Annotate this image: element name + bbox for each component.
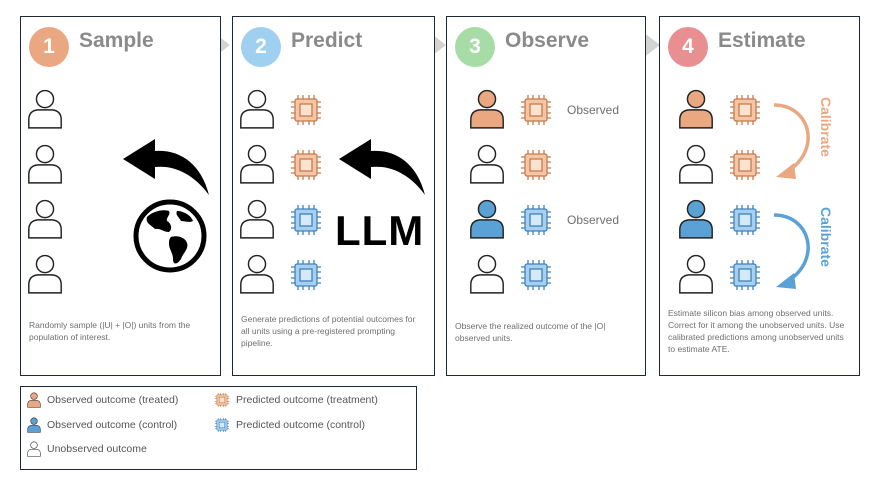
- person-icon: [27, 392, 41, 408]
- person-icon: [469, 199, 505, 239]
- panel-estimate: 4 Estimate Calibrate Calibrate Estimate …: [659, 16, 860, 376]
- globe-icon: [133, 199, 207, 273]
- panel-observe: 3 Observe Observed Observed Observe the …: [446, 16, 646, 376]
- panel-predict: 2 Predict LLM Generate predictions of po…: [232, 16, 435, 376]
- legend-pred-control: Predicted outcome (control): [236, 419, 365, 431]
- chip-icon: [728, 203, 762, 237]
- step-description-predict: Generate predictions of potential outcom…: [241, 314, 416, 348]
- step-number-3: 3: [455, 27, 495, 67]
- calibrate-arrow-icon: [773, 103, 810, 179]
- person-icon: [469, 254, 505, 294]
- person-icon: [27, 254, 63, 294]
- calibrate-arrow-icon: [773, 213, 810, 289]
- step-description-observe: Observe the realized outcome of the |O| …: [455, 321, 606, 343]
- step-number-4: 4: [668, 27, 708, 67]
- person-icon: [239, 89, 275, 129]
- legend-treated-person: Observed outcome (treated): [47, 394, 179, 406]
- curved-arrow-icon: [339, 139, 425, 195]
- person-icon: [27, 199, 63, 239]
- person-icon: [27, 144, 63, 184]
- chip-icon: [519, 258, 553, 292]
- step-description-estimate: Estimate silicon bias among observed uni…: [668, 308, 845, 354]
- person-icon: [678, 89, 714, 129]
- step-description-sample: Randomly sample (|U| + |O|) units from t…: [29, 320, 191, 342]
- legend-control-person: Observed outcome (control): [47, 419, 178, 431]
- llm-label: LLM: [335, 207, 425, 254]
- step-number-2: 2: [241, 27, 281, 67]
- chip-icon: [728, 148, 762, 182]
- person-icon: [469, 89, 505, 129]
- person-icon: [678, 199, 714, 239]
- chip-icon: [289, 258, 323, 292]
- calibrate-label-treated: Calibrate: [818, 97, 834, 157]
- chip-icon: [214, 392, 230, 408]
- chip-icon: [519, 148, 553, 182]
- person-icon: [239, 144, 275, 184]
- calibrate-label-control: Calibrate: [818, 207, 834, 267]
- step-title-sample: Sample: [79, 29, 154, 52]
- curved-arrow-icon: [123, 139, 209, 195]
- chip-icon: [728, 258, 762, 292]
- chip-icon: [289, 148, 323, 182]
- person-icon: [27, 417, 41, 433]
- person-icon: [678, 144, 714, 184]
- chip-icon: [519, 203, 553, 237]
- legend: Observed outcome (treated) Observed outc…: [20, 386, 417, 470]
- observed-label: Observed: [567, 213, 620, 227]
- person-icon: [239, 199, 275, 239]
- chip-icon: [289, 203, 323, 237]
- person-icon: [469, 144, 505, 184]
- step-number-1: 1: [29, 27, 69, 67]
- chip-icon: [289, 93, 323, 127]
- chip-icon: [519, 93, 553, 127]
- step-title-observe: Observe: [505, 29, 590, 52]
- legend-unobserved-person: Unobserved outcome: [47, 443, 147, 455]
- legend-pred-treatment: Predicted outcome (treatment): [236, 394, 378, 406]
- person-icon: [239, 254, 275, 294]
- observed-label: Observed: [567, 103, 620, 117]
- chip-icon: [728, 93, 762, 127]
- person-icon: [27, 441, 41, 457]
- person-icon: [678, 254, 714, 294]
- person-icon: [27, 89, 63, 129]
- chip-icon: [214, 417, 230, 433]
- step-title-predict: Predict: [291, 29, 363, 52]
- panel-sample: 1 Sample Randomly sample (|U| + |O|) uni…: [20, 16, 221, 376]
- step-title-estimate: Estimate: [718, 29, 806, 52]
